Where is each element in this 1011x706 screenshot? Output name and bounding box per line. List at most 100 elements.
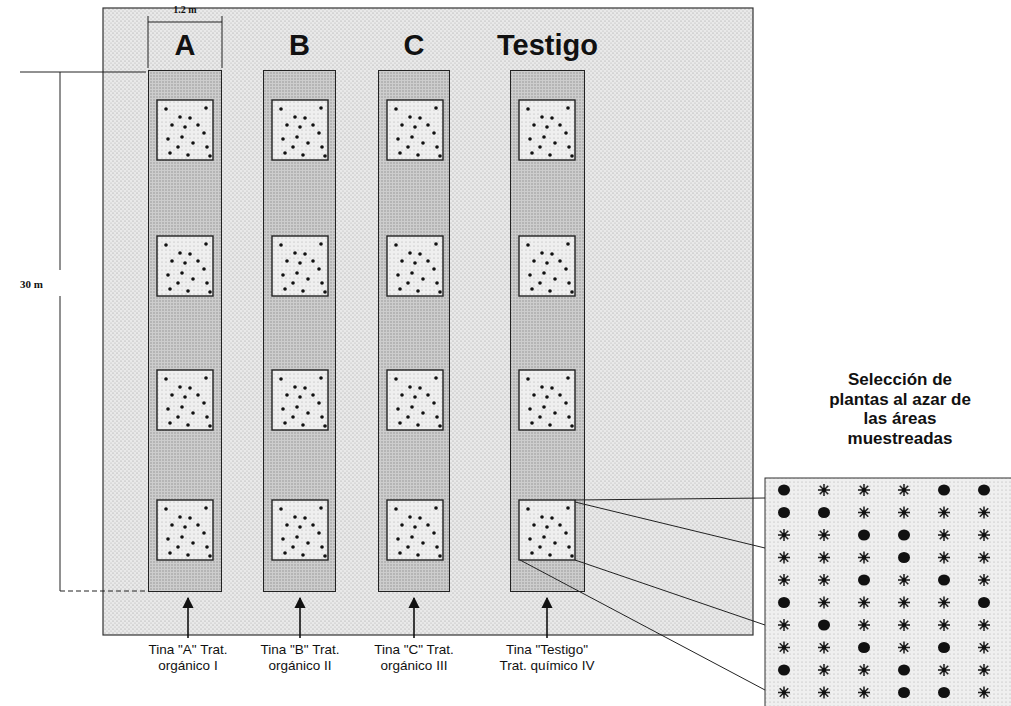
plant-dot [542, 271, 546, 275]
plant-dot [183, 125, 187, 129]
plant-dot [528, 273, 532, 277]
plant-dot [435, 145, 439, 149]
plant-dot [406, 545, 410, 549]
plant-dot [204, 242, 208, 246]
tub-column: B [263, 70, 336, 592]
dimension-line [60, 72, 61, 270]
plant-core [942, 533, 946, 537]
plant-dot [205, 545, 209, 549]
plant-core [862, 510, 866, 514]
plant-dot [196, 259, 200, 263]
zoom-panel [765, 478, 1011, 706]
plant-dot [434, 376, 438, 380]
plant-dot [434, 242, 438, 246]
plant-dot [306, 141, 310, 145]
plant-dot [166, 407, 170, 411]
plant-dot [538, 545, 542, 549]
plant-dot [410, 405, 414, 409]
plant-symbol [938, 687, 950, 698]
plant-dot [186, 289, 190, 293]
plant-dot [180, 535, 184, 539]
plant-dot [311, 523, 315, 527]
plant-dot [164, 107, 168, 111]
plant-dot [183, 261, 187, 265]
plant-dot [164, 377, 168, 381]
plant-dot [279, 507, 283, 511]
dimension-tick [148, 16, 149, 68]
plant-core [782, 690, 786, 694]
plant-dot [204, 106, 208, 110]
plant-dot [548, 289, 552, 293]
plant-core [982, 690, 986, 694]
plant-dot [396, 137, 400, 141]
plant-core [822, 533, 826, 537]
plant-dot [416, 289, 420, 293]
plant-dot [285, 259, 289, 263]
plant-dot [186, 153, 190, 157]
plant-dot [528, 137, 532, 141]
plant-core [862, 555, 866, 559]
plant-dot [545, 125, 549, 129]
plant-dot [542, 135, 546, 139]
plant-dot [298, 261, 302, 265]
plant-dot [301, 553, 305, 557]
plant-dot [548, 153, 552, 157]
plant-symbol [818, 507, 830, 518]
plant-core [782, 555, 786, 559]
plant-dot [550, 386, 554, 390]
plant-dot [306, 541, 310, 545]
plant-core [902, 578, 906, 582]
plant-core [782, 645, 786, 649]
sample-area [272, 236, 328, 296]
plant-core [942, 510, 946, 514]
plant-symbol [858, 575, 870, 586]
plant-symbol [978, 619, 990, 631]
plant-dot [526, 377, 530, 381]
plant-dot [191, 411, 195, 415]
plant-dot [279, 243, 283, 247]
plant-dot [202, 267, 206, 271]
plant-core [942, 623, 946, 627]
plant-core [902, 623, 906, 627]
plant-dot [408, 251, 412, 255]
plant-dot [570, 554, 574, 558]
sample-area [272, 370, 328, 430]
plant-dot [298, 525, 302, 529]
plant-dot [178, 115, 182, 119]
plant-dot [188, 516, 192, 520]
plant-dot [311, 393, 315, 397]
plant-symbol [778, 619, 790, 631]
plant-dot [293, 385, 297, 389]
plant-dot [205, 281, 209, 285]
plant-dot [538, 145, 542, 149]
plant-dot [317, 267, 321, 271]
plant-dot [293, 251, 297, 255]
plant-dot [202, 531, 206, 535]
plant-dot [408, 385, 412, 389]
plant-symbol [898, 687, 910, 698]
plant-dot [191, 541, 195, 545]
plant-dot [183, 395, 187, 399]
plant-dot [548, 553, 552, 557]
plant-dot [400, 393, 404, 397]
plant-dot [178, 251, 182, 255]
plant-dot [319, 106, 323, 110]
plant-dot [301, 423, 305, 427]
plant-dot [421, 411, 425, 415]
plant-dot [323, 154, 327, 158]
plant-dot [567, 145, 571, 149]
plant-dot [398, 287, 402, 291]
plant-dot [526, 507, 530, 511]
column-heading: A [175, 31, 196, 60]
plant-symbol [818, 620, 830, 631]
plant-dot [196, 123, 200, 127]
plant-symbol [978, 485, 990, 496]
plant-symbol [938, 507, 950, 519]
zoom-line [575, 560, 765, 625]
plant-core [942, 555, 946, 559]
plant-dot [202, 401, 206, 405]
plant-symbol [898, 665, 910, 676]
dimension-label: 30 m [20, 276, 43, 293]
plant-symbol [858, 687, 870, 699]
